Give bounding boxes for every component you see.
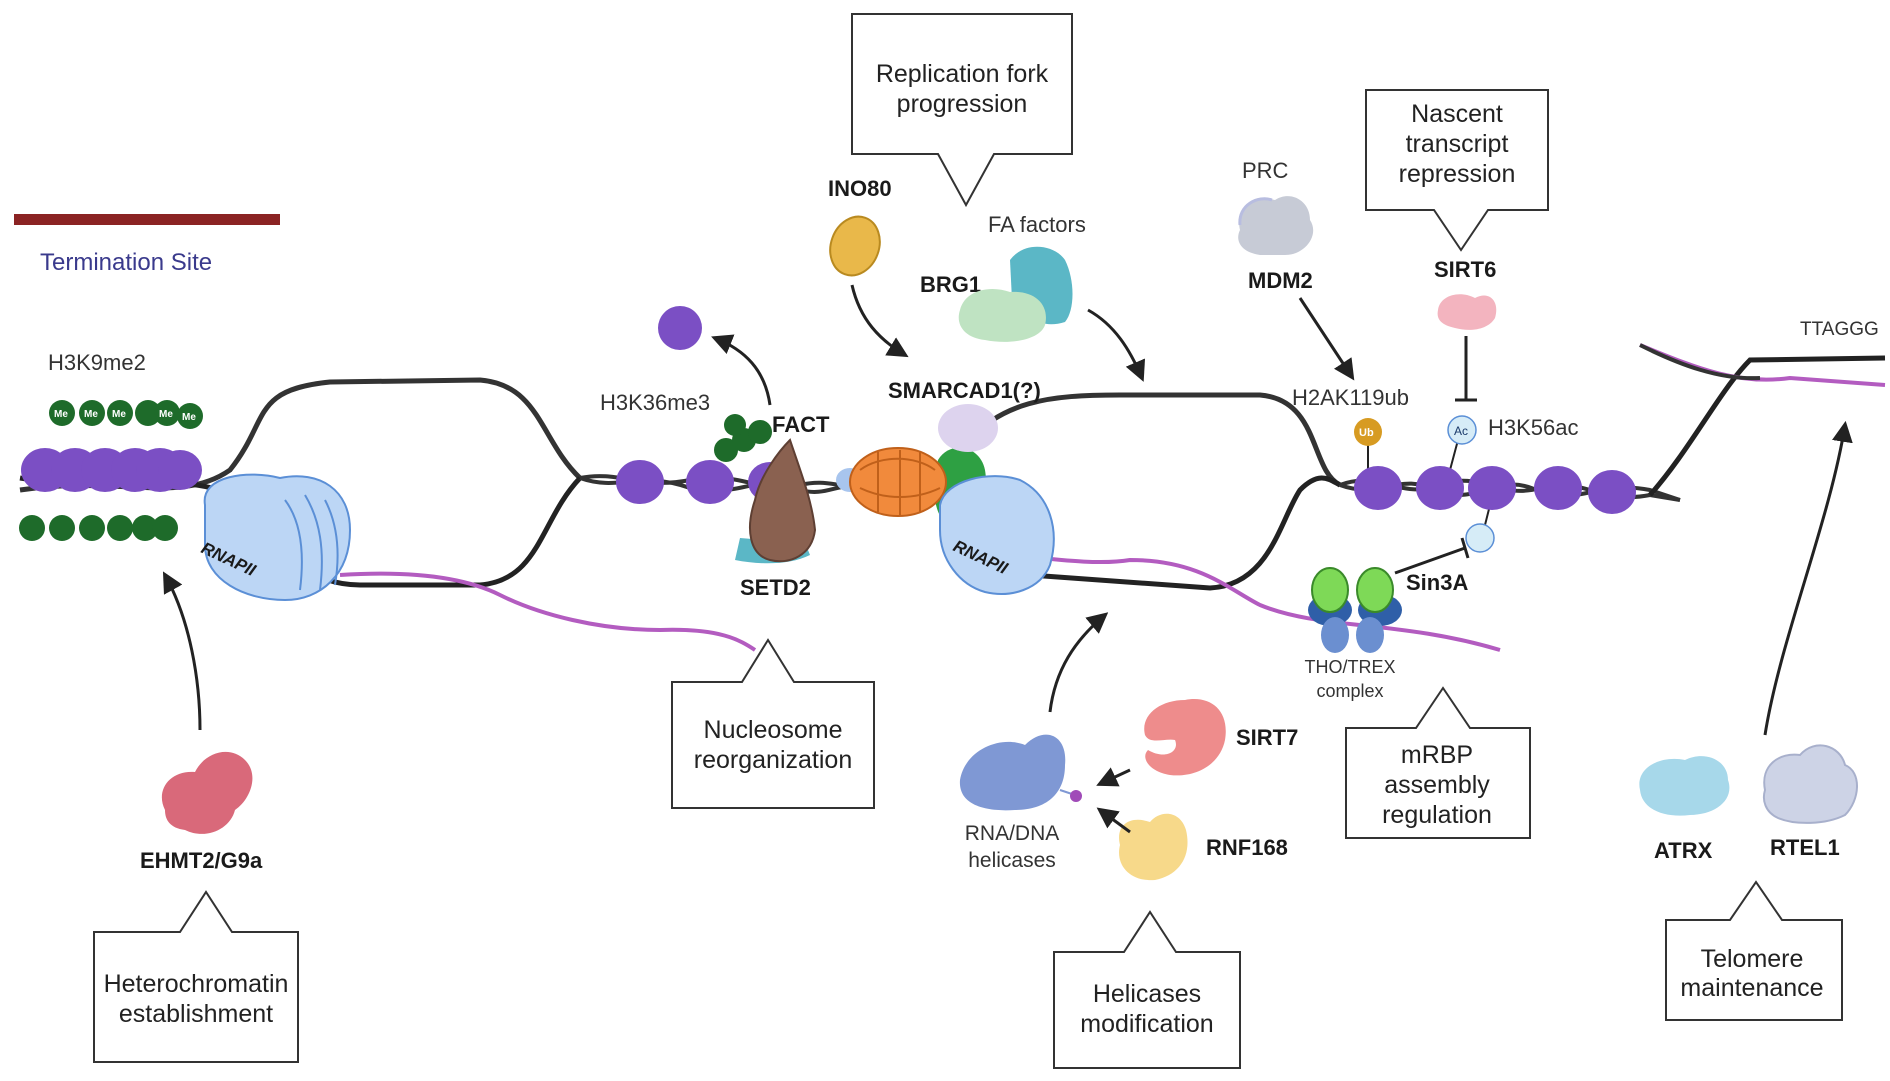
- callout-helicases-mod: Helicases modification: [1053, 910, 1241, 1069]
- mdm2-label: MDM2: [1248, 268, 1313, 293]
- rnf168-label: RNF168: [1206, 835, 1288, 860]
- fact-methyl-marks: [714, 414, 772, 462]
- nucleosomes-right: [1354, 466, 1636, 514]
- me-label: Me: [182, 412, 196, 423]
- me-label: Me: [84, 409, 98, 420]
- sin3a-label: Sin3A: [1406, 570, 1468, 595]
- h3k56ac-label: H3K56ac: [1488, 415, 1579, 440]
- helicase-arrow-up: [1048, 612, 1109, 713]
- callout-text: Telomere: [1701, 945, 1804, 973]
- ehmt2-arrow: [162, 571, 202, 731]
- sirt6-protein: [1437, 294, 1497, 330]
- nascent-rna-left: [339, 571, 757, 652]
- prc-label: PRC: [1242, 158, 1289, 183]
- helicases-label-1: RNA/DNA: [965, 822, 1060, 845]
- ub-mark: [1354, 418, 1382, 446]
- sirt6-inhibition: [1455, 336, 1477, 402]
- brg1-label: BRG1: [920, 272, 981, 297]
- sirt7-label: SIRT7: [1236, 725, 1298, 750]
- heterochromatin-nucleosomes: [21, 448, 202, 492]
- rna-dna-helicase: [959, 734, 1082, 811]
- me-label: Me: [54, 409, 68, 420]
- me-label: Me: [159, 409, 173, 420]
- rnapii-middle: RNAPII: [939, 475, 1055, 595]
- callout-text: regulation: [1382, 801, 1492, 829]
- ino80-label: INO80: [828, 176, 892, 201]
- setd2-protein: [735, 438, 817, 564]
- fact-label: FACT: [772, 412, 830, 437]
- callout-nascent-transcript: Nascent transcript repression: [1365, 89, 1549, 252]
- rtel1-protein: [1762, 744, 1858, 824]
- helicases-label-2: helicases: [968, 849, 1056, 872]
- callout-text: reorganization: [694, 746, 852, 774]
- callout-text: Nascent: [1411, 100, 1503, 128]
- me-label: Me: [112, 409, 126, 420]
- callout-mrbp: mRBP assembly regulation: [1345, 686, 1531, 839]
- sirt7-protein: [1144, 699, 1226, 776]
- callout-heterochromatin: Heterochromatin establishment: [93, 890, 299, 1063]
- callout-replication-fork: Replication fork progression: [851, 13, 1073, 208]
- ac-mark-bottom: [1465, 523, 1495, 553]
- callout-text: Helicases: [1093, 980, 1201, 1008]
- rnf168-arrow: [1096, 807, 1131, 834]
- callout-text: establishment: [119, 1000, 273, 1028]
- atrx-protein: [1639, 756, 1730, 816]
- setd2-label: SETD2: [740, 575, 811, 600]
- ehmt2-label: EHMT2/G9a: [140, 848, 263, 873]
- callout-text: repression: [1399, 160, 1516, 188]
- methyl-marks-bottom: [19, 515, 178, 541]
- mdm2-arrow: [1298, 297, 1355, 381]
- fa-factors-label: FA factors: [988, 212, 1086, 237]
- rtel1-label: RTEL1: [1770, 835, 1840, 860]
- callout-text: Replication fork: [876, 60, 1049, 88]
- tho-trex-label-2: complex: [1316, 681, 1383, 701]
- callout-text: progression: [897, 90, 1028, 118]
- methyl-marks-top: Me Me Me Me Me: [49, 400, 203, 429]
- tho-trex-label-1: THO/TREX: [1304, 657, 1395, 677]
- release-arrow: [711, 334, 772, 406]
- sin3a-inhibition: [1394, 537, 1470, 575]
- termination-site-label: Termination Site: [40, 249, 212, 276]
- callout-text: maintenance: [1680, 974, 1823, 1002]
- nascent-rna-right: [1009, 553, 1501, 652]
- telomere-dna: TTAGGG: [1639, 319, 1886, 497]
- ino80-protein: [829, 215, 881, 277]
- callout-text: transcript: [1406, 130, 1509, 158]
- callout-nucleosome: Nucleosome reorganization: [671, 638, 875, 809]
- tho-trex-complex: [1308, 567, 1402, 653]
- callout-text: assembly: [1384, 771, 1490, 799]
- telomere-repeat-label: TTAGGG: [1800, 319, 1879, 340]
- sirt7-arrow: [1096, 767, 1131, 787]
- smarcad1-label: SMARCAD1(?): [888, 378, 1041, 403]
- callout-telomere: Telomere maintenance: [1665, 880, 1843, 1021]
- ub-label: Ub: [1359, 427, 1374, 439]
- released-protein: [658, 306, 702, 350]
- rnapii-left: RNAPII: [198, 473, 352, 602]
- callout-text: Heterochromatin: [104, 970, 289, 998]
- prc-protein: [1238, 196, 1314, 255]
- termination-site-bar: [14, 214, 280, 225]
- callout-text: mRBP: [1401, 741, 1473, 769]
- atrx-label: ATRX: [1654, 838, 1713, 863]
- h3k36me3-label: H3K36me3: [600, 390, 710, 415]
- ino80-arrow: [850, 284, 909, 358]
- h2ak119ub-label: H2AK119ub: [1292, 385, 1409, 410]
- callout-text: Nucleosome: [704, 716, 843, 744]
- ac-mark-top: [1447, 415, 1477, 445]
- h3k9me2-label: H3K9me2: [48, 350, 146, 375]
- telomere-arrow: [1763, 420, 1853, 736]
- sirt6-label: SIRT6: [1434, 257, 1496, 282]
- ac-label-top: Ac: [1454, 424, 1468, 438]
- rnf168-protein: [1119, 813, 1188, 881]
- fa-factors-arrow: [1087, 308, 1146, 382]
- ehmt2-protein: [161, 751, 253, 834]
- callout-text: modification: [1080, 1010, 1213, 1038]
- brg1-complex: [958, 246, 1073, 342]
